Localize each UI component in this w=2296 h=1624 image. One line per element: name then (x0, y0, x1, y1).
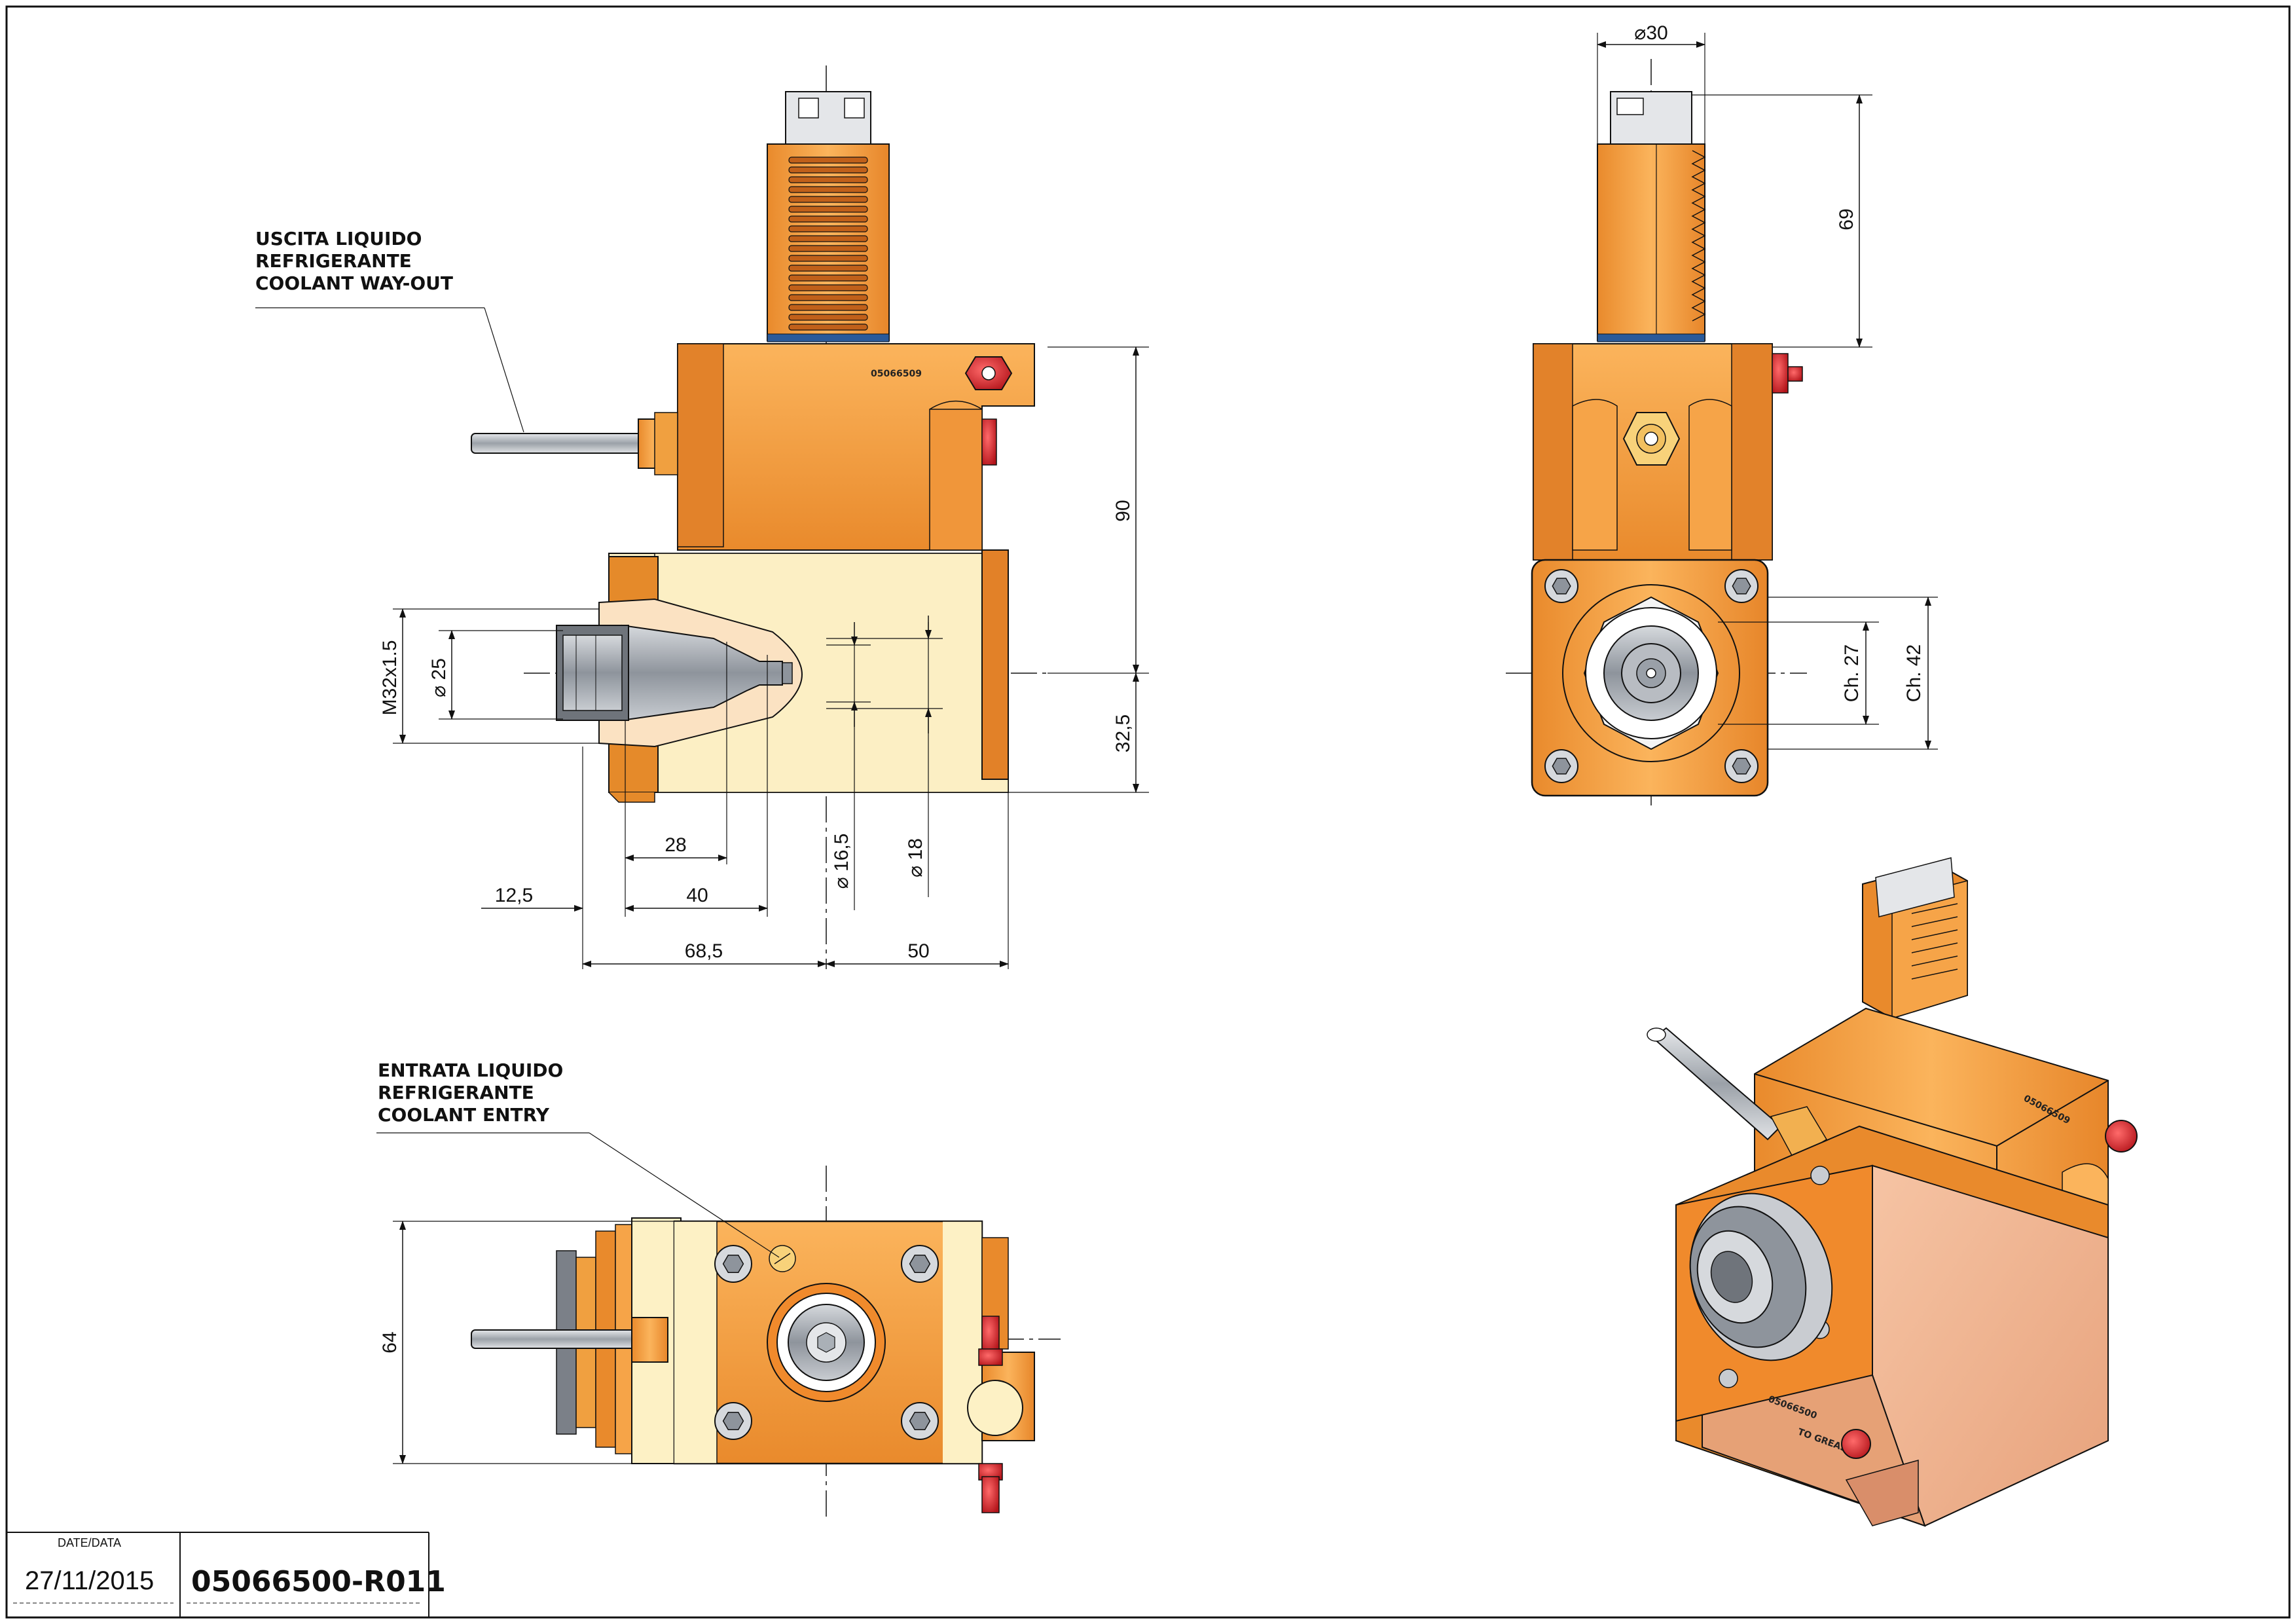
dim-ch-27: Ch. 27 (1841, 644, 1863, 702)
top-view: 64 (376, 1132, 1061, 1519)
side-dimensions: ⌀30 69 Ch. 27 Ch. 42 (1597, 22, 1938, 750)
dim-40: 40 (686, 885, 708, 906)
dim-50: 50 (907, 940, 929, 962)
dim-dia-25: ⌀ 25 (428, 658, 450, 697)
dim-dia-30: ⌀30 (1634, 22, 1667, 44)
top-dimensions: 64 (379, 1221, 674, 1464)
dim-64: 64 (379, 1331, 401, 1353)
sheet-border (5, 5, 2291, 1619)
side-view: ⌀30 69 Ch. 27 Ch. 42 (1506, 22, 1938, 805)
front-dimensions: 90 32,5 M32x1.5 ⌀ 25 28 (379, 346, 1149, 969)
title-block-date-label: DATE/DATA (58, 1536, 122, 1549)
title-block-date: 27/11/2015 (25, 1566, 155, 1595)
dim-ch-42: Ch. 42 (1903, 644, 1925, 702)
drawing-number: 05066500-R011 (191, 1565, 446, 1598)
dim-thread: M32x1.5 (379, 640, 401, 715)
dim-dia-18: ⌀ 18 (905, 838, 926, 877)
callout-coolant-in: ENTRATA LIQUIDO REFRIGERANTE COOLANT ENT… (378, 1060, 564, 1126)
front-serial: 05066509 (871, 369, 922, 379)
front-view: 05066509 90 32,5 (255, 65, 1149, 969)
dim-90: 90 (1112, 500, 1134, 521)
dim-dia-16-5: ⌀ 16,5 (831, 834, 852, 889)
dim-12-5: 12,5 (495, 885, 533, 906)
iso-view: 05066509 05066500 TO GREASE (1647, 857, 2138, 1527)
dim-68-5: 68,5 (685, 940, 723, 962)
dim-32-5: 32,5 (1112, 714, 1134, 752)
title-block (7, 1532, 429, 1617)
callout-coolant-out: USCITA LIQUIDO REFRIGERANTE COOLANT WAY-… (255, 228, 453, 294)
dim-28: 28 (665, 834, 686, 856)
dim-69: 69 (1836, 208, 1857, 230)
